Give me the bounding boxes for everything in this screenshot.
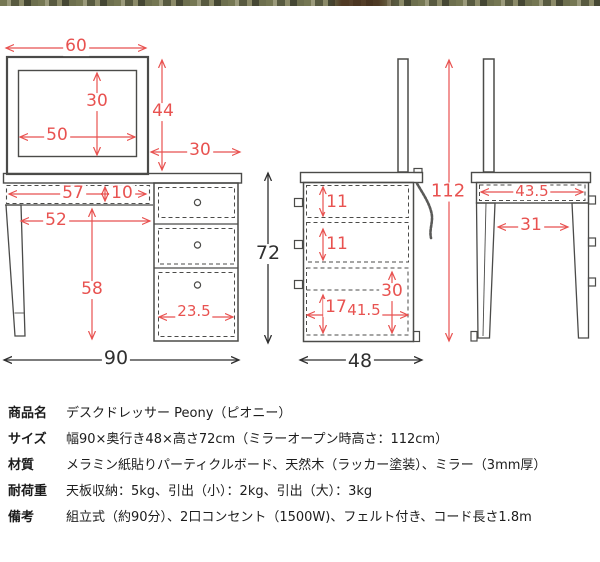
spec-label: 商品名 <box>8 405 48 421</box>
dim-shelf-width: 57 <box>60 183 86 204</box>
dim-drawer-inner-height: 17 <box>323 297 349 318</box>
side-view-drawing <box>293 58 434 343</box>
spec-row-material: 材質 メラミン紙貼りパーティクルボード、天然木（ラッカー塗装）、ミラー（3mm厚… <box>0 450 600 476</box>
dim-total-depth: 48 <box>345 350 375 373</box>
dim-mirror-frame-height: 44 <box>150 101 176 122</box>
dim-top-inner-width: 43.5 <box>513 182 551 201</box>
spec-label: サイズ <box>8 431 47 447</box>
dim-leg-inner-width: 31 <box>518 215 544 236</box>
spec-label: 備考 <box>8 509 35 525</box>
dim-drawer-small-height-1: 11 <box>324 192 350 213</box>
power-cord <box>415 182 434 240</box>
dimension-diagram: 60 30 50 44 30 57 10 52 58 23.5 90 72 11… <box>0 6 600 380</box>
spec-row-notes: 備考 組立式（約90分）、2口コンセント（1500W)、フェルト付き、コード長さ… <box>0 502 600 528</box>
spec-value: 幅90×奥行き48×高さ72cm（ミラーオープン時高さ：112cm） <box>66 431 449 447</box>
dim-knee-space-width: 52 <box>43 210 69 231</box>
spec-label: 耐荷重 <box>8 483 48 499</box>
spec-row-load-capacity: 耐荷重 天板収納：5kg、引出（小）：2kg、引出（大）：3kg <box>0 476 600 502</box>
dim-drawer-large-height: 30 <box>379 281 405 302</box>
dim-total-width: 90 <box>101 347 131 370</box>
spec-row-size: サイズ 幅90×奥行き48×高さ72cm（ミラーオープン時高さ：112cm） <box>0 424 600 450</box>
dim-mirror-inner-width: 50 <box>44 125 70 146</box>
diagram-linework <box>0 6 597 380</box>
dim-mirror-open-height: 112 <box>428 180 468 202</box>
dim-mirror-to-edge-width: 30 <box>187 140 213 161</box>
spec-value: メラミン紙貼りパーティクルボード、天然木（ラッカー塗装）、ミラー（3mm厚） <box>66 457 547 473</box>
dim-drawer-width: 23.5 <box>175 302 213 321</box>
dim-mirror-inner-height: 30 <box>84 91 110 112</box>
dim-drawer-inner-depth: 41.5 <box>345 301 383 320</box>
dim-shelf-height: 10 <box>109 183 135 204</box>
product-photo-strip <box>0 0 600 6</box>
spec-value: 組立式（約90分）、2口コンセント（1500W)、フェルト付き、コード長さ1.8… <box>66 509 532 525</box>
spec-row-product-name: 商品名 デスクドレッサー Peony（ピオニー） <box>0 398 600 424</box>
dim-total-height: 72 <box>253 242 283 265</box>
dim-knee-space-height: 58 <box>79 279 105 300</box>
spec-value: デスクドレッサー Peony（ピオニー） <box>66 405 292 421</box>
spec-label: 材質 <box>8 457 35 473</box>
dim-mirror-outer-width: 60 <box>63 36 89 57</box>
spec-value: 天板収納：5kg、引出（小）：2kg、引出（大）：3kg <box>66 483 373 499</box>
spec-table: 商品名 デスクドレッサー Peony（ピオニー） サイズ 幅90×奥行き48×高… <box>0 398 600 528</box>
dim-drawer-small-height-2: 11 <box>324 234 350 255</box>
